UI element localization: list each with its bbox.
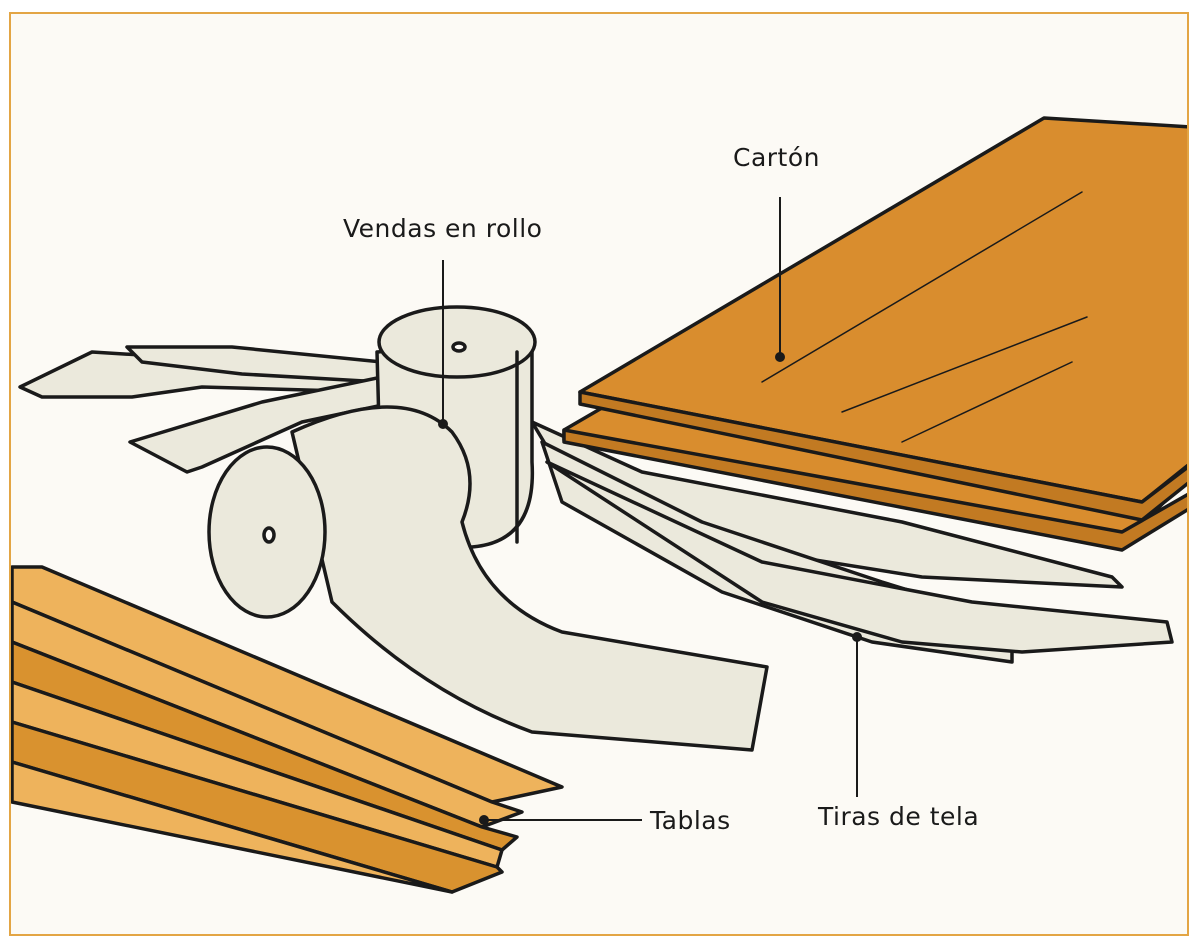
illustration-frame (9, 12, 1189, 936)
cardboard-lines (761, 191, 1088, 443)
label-carton: Cartón (733, 143, 820, 172)
label-vendas-en-rollo: Vendas en rollo (343, 214, 543, 243)
wooden-boards (11, 565, 564, 894)
cloth-strips-right (530, 420, 1174, 664)
materials-illustration (11, 116, 1187, 894)
cloth-strips-left (18, 345, 399, 474)
label-tablas: Tablas (650, 806, 731, 835)
label-tiras-de-tela: Tiras de tela (818, 802, 980, 831)
roll-unrolled (207, 405, 769, 752)
